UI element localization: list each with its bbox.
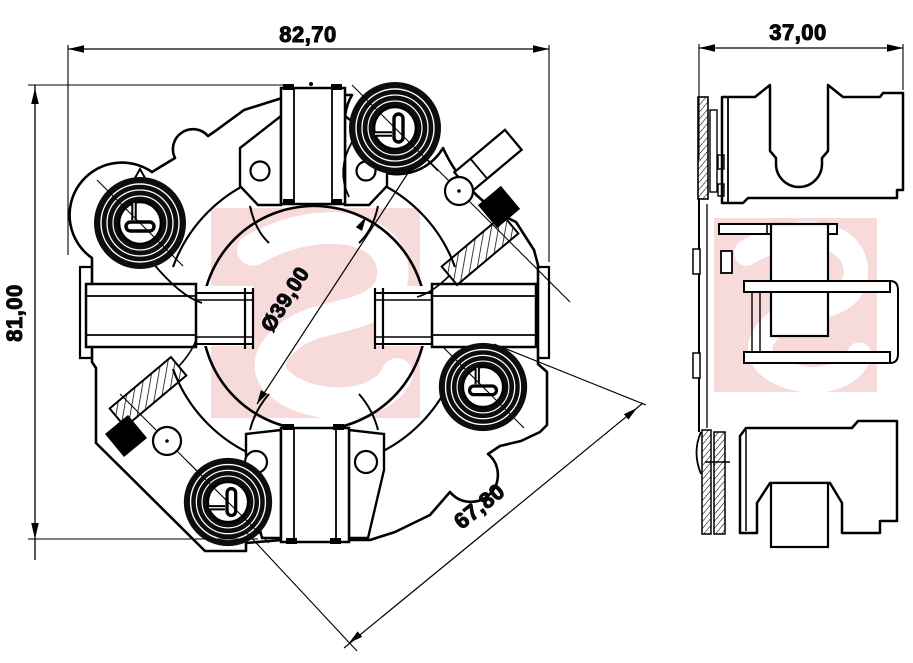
- plate-section-hatched: [697, 96, 709, 200]
- flange-hole: [353, 449, 379, 475]
- side-bottom-holder: [695, 419, 899, 549]
- spring-post-ne: [420, 152, 571, 303]
- dim-height: 81,00: [2, 84, 292, 560]
- carbon-brush-ne: [477, 185, 521, 229]
- wire-curve: [416, 275, 450, 298]
- side-middle-bracket: [692, 198, 899, 432]
- coil-springs: [94, 82, 527, 546]
- brush-wire-braid-sw: [108, 355, 188, 429]
- brush-left: [78, 265, 255, 360]
- wire-curve: [342, 141, 353, 198]
- dim-width: 82,70: [67, 22, 550, 262]
- side-view: [692, 83, 905, 549]
- plate-section-hatched: [701, 429, 712, 535]
- wire-curve: [151, 261, 203, 304]
- dim-depth-label: 37,00: [769, 20, 827, 45]
- wire-curve: [178, 336, 198, 367]
- dim-height-label: 81,00: [2, 284, 27, 342]
- flange-hole: [249, 160, 271, 182]
- right-edge-tab: [538, 265, 551, 360]
- left-edge-tab: [78, 265, 92, 360]
- brush-wire-braid-ne: [440, 213, 520, 287]
- side-top-holder: [697, 83, 905, 205]
- plate-section-hatched: [713, 431, 726, 535]
- brush-right: [373, 265, 551, 360]
- side-brush-lower: [769, 481, 830, 549]
- carbon-brush-sw: [105, 415, 147, 457]
- dim-depth: 37,00: [698, 20, 904, 160]
- dim-width-label: 82,70: [279, 22, 337, 47]
